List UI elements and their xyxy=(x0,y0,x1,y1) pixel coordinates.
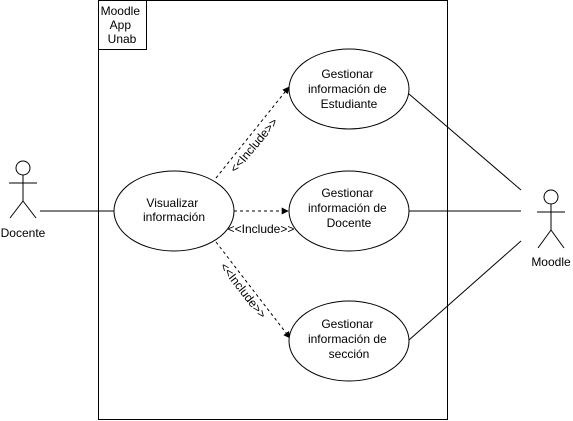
use-case-seccion[interactable]: Gestionar información de sección xyxy=(288,300,410,382)
association-moodle-seccion xyxy=(408,240,522,341)
association-moodle-estudiante xyxy=(408,93,522,191)
use-case-label: Gestionar información de Docente xyxy=(308,186,390,230)
use-case-label: Visualizar información xyxy=(143,196,205,224)
system-label: Moodle App Unab xyxy=(101,4,144,46)
include-label-mid: <<Include>> xyxy=(228,222,295,236)
system-label-line: App xyxy=(110,18,132,32)
system-label-line: Unab xyxy=(108,32,137,46)
actor-moodle[interactable]: Moodle xyxy=(531,189,571,269)
actor-name: Docente xyxy=(1,226,46,240)
use-case-label: Gestionar información de sección xyxy=(308,317,390,361)
include-arrow-top xyxy=(215,86,290,179)
use-case-visualizar[interactable]: Visualizar información xyxy=(113,170,235,252)
stick-figure-icon xyxy=(9,160,37,219)
system-label-line: Moodle xyxy=(101,4,141,18)
use-case-label: Gestionar información de Estudiante xyxy=(308,67,390,111)
system-label-box xyxy=(98,0,147,50)
actor-name: Moodle xyxy=(531,255,571,269)
use-case-docente[interactable]: Gestionar información de Docente xyxy=(288,170,410,252)
stick-figure-icon xyxy=(537,189,565,249)
actor-docente[interactable]: Docente xyxy=(1,160,46,240)
include-arrow-bottom xyxy=(215,241,291,339)
use-case-estudiante[interactable]: Gestionar información de Estudiante xyxy=(288,48,410,130)
